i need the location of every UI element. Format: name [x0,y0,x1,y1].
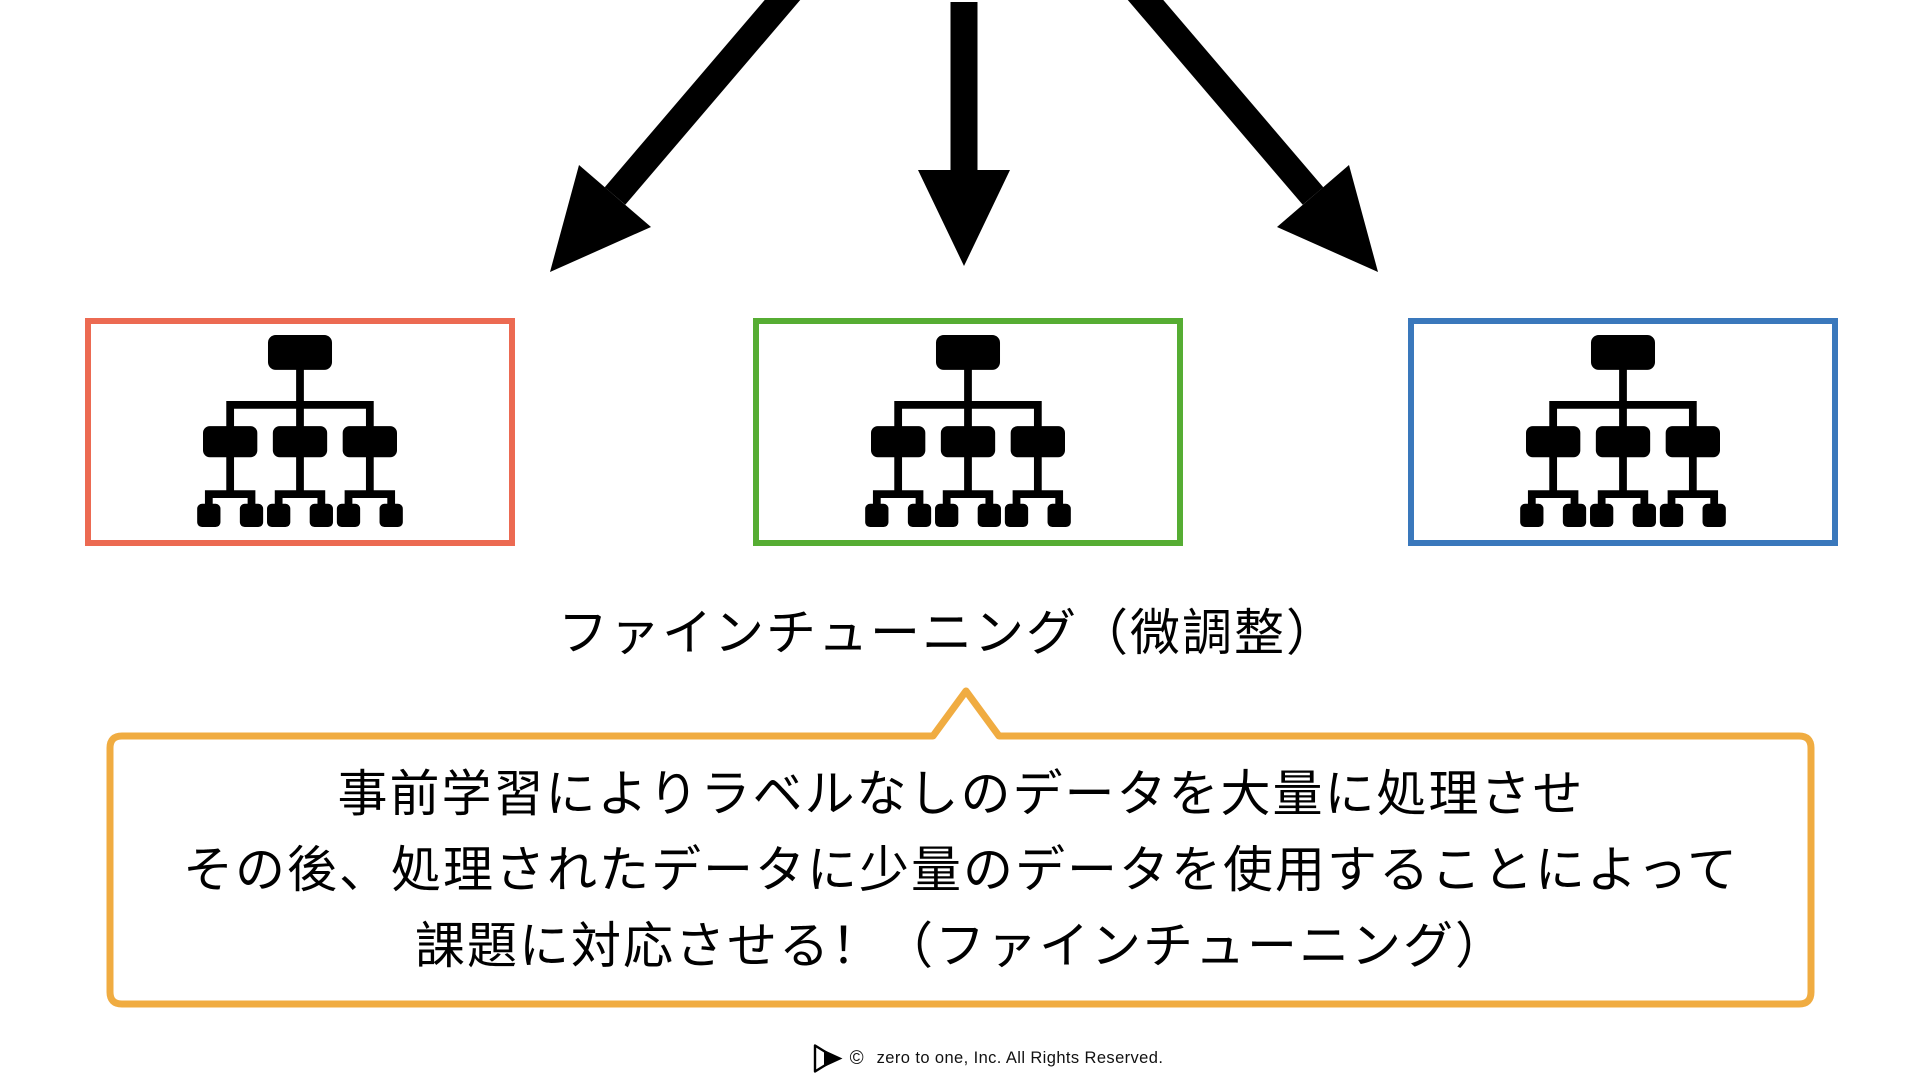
footer-row: © zero to one, Inc. All Rights Reserved. [813,1044,1164,1073]
pretrained-model-box-center [753,318,1183,546]
callout-line-3: 課題に対応させる！（ファインチューニング） [415,918,1507,974]
arrows-layer [550,0,1378,272]
arrow-down-left-icon [550,0,801,272]
footer: © zero to one, Inc. All Rights Reserved. [0,1044,1920,1073]
pretrained-model-box-left [85,318,515,546]
copyright-symbol: © [849,1047,864,1069]
hierarchy-icon [197,335,403,528]
fine-tuning-caption: ファインチューニング（微調整） [558,605,1338,661]
callout-line-2: その後、処理されたデータに少量のデータを使用することによって [183,842,1739,898]
hierarchy-icon [1520,335,1726,528]
arrow-down-icon [918,2,1010,266]
footer-text: zero to one, Inc. All Rights Reserved. [876,1049,1164,1067]
hierarchy-icon [865,335,1071,528]
pretrained-model-box-right [1408,318,1838,546]
arrow-down-right-icon [1127,0,1378,272]
zero-to-one-logo-icon [813,1044,843,1073]
callout-line-1: 事前学習によりラベルなしのデータを大量に処理させ [337,766,1585,822]
